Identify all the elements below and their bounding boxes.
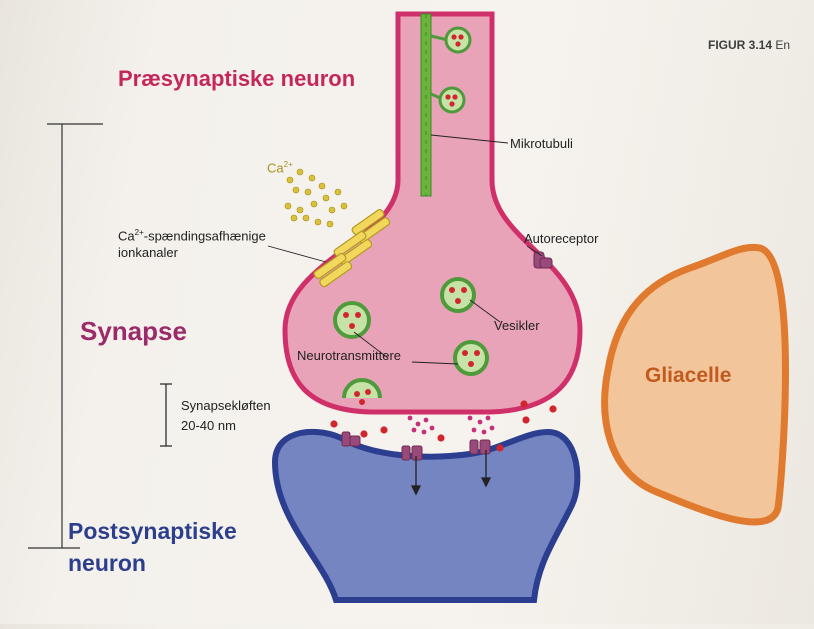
signal-arrows: [410, 450, 492, 496]
ion-channel: [313, 252, 353, 288]
ion-channel: [333, 230, 373, 266]
synaptic-vesicle: [440, 277, 476, 313]
cleft-width-label: 20-40 nm: [181, 418, 236, 433]
figure-label: FIGUR 3.14 En: [708, 38, 791, 52]
synaptic-vesicle: [333, 301, 371, 339]
leader-lines: [267, 134, 543, 365]
cleft-label: Synapsekløften: [181, 398, 271, 413]
synapse-scale-bracket: [28, 123, 103, 549]
calcium-label: Ca2+: [267, 160, 293, 176]
vesicles-label: Vesikler: [494, 318, 540, 333]
postsynaptic-receptor: [341, 431, 361, 447]
transport-vesicle: [444, 26, 472, 54]
fusing-vesicle: [342, 378, 382, 405]
microtubule-label: Mikrotubuli: [510, 136, 573, 151]
neurotransmitter-molecules: [330, 400, 557, 452]
postsynaptic-receptor: [401, 445, 423, 461]
cleft-scale-bar: [160, 383, 172, 447]
postsynaptic-neuron-shape: [271, 428, 581, 603]
postsynaptic-receptor: [469, 439, 491, 455]
ion-channel-label: Ca2+-spændingsafhænige: [118, 228, 266, 244]
postsynaptic-neuron-label: Postsynaptiske neuron: [68, 518, 237, 576]
synaptic-vesicle: [453, 340, 489, 376]
transport-vesicle: [438, 86, 466, 114]
neurotransmitters-label: Neurotransmittere: [297, 348, 402, 363]
glial-cell-shape: [601, 243, 789, 526]
glia-label: Gliacelle: [645, 364, 732, 387]
calcium-ions: [284, 168, 348, 228]
presynaptic-neuron-label: Præsynaptiske neuron: [118, 66, 356, 91]
released-neurotransmitters: [407, 415, 495, 435]
autoreceptor: [533, 251, 553, 269]
autoreceptor-label: Autoreceptor: [524, 231, 599, 246]
ion-channel-label-line2: ionkanaler: [118, 245, 178, 260]
synapse-label: Synapse: [80, 316, 187, 346]
